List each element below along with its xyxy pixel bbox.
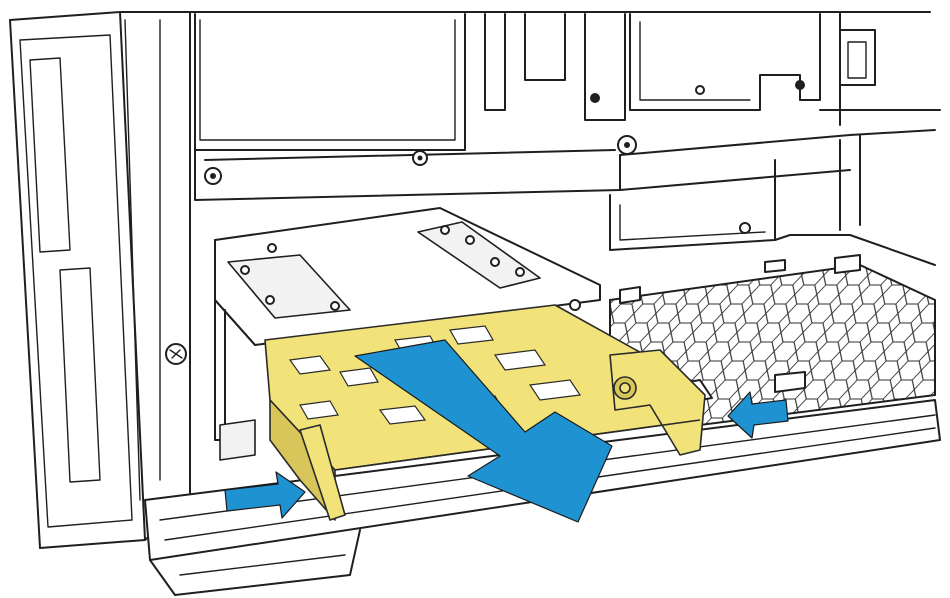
arrows [224,339,789,523]
case-side-panel [9,11,203,549]
case-shelf [194,129,936,266]
left-press-arrow [224,471,306,519]
pull-out-arrow [354,339,613,523]
case-back-wall [189,11,941,151]
right-press-arrow [727,391,789,439]
